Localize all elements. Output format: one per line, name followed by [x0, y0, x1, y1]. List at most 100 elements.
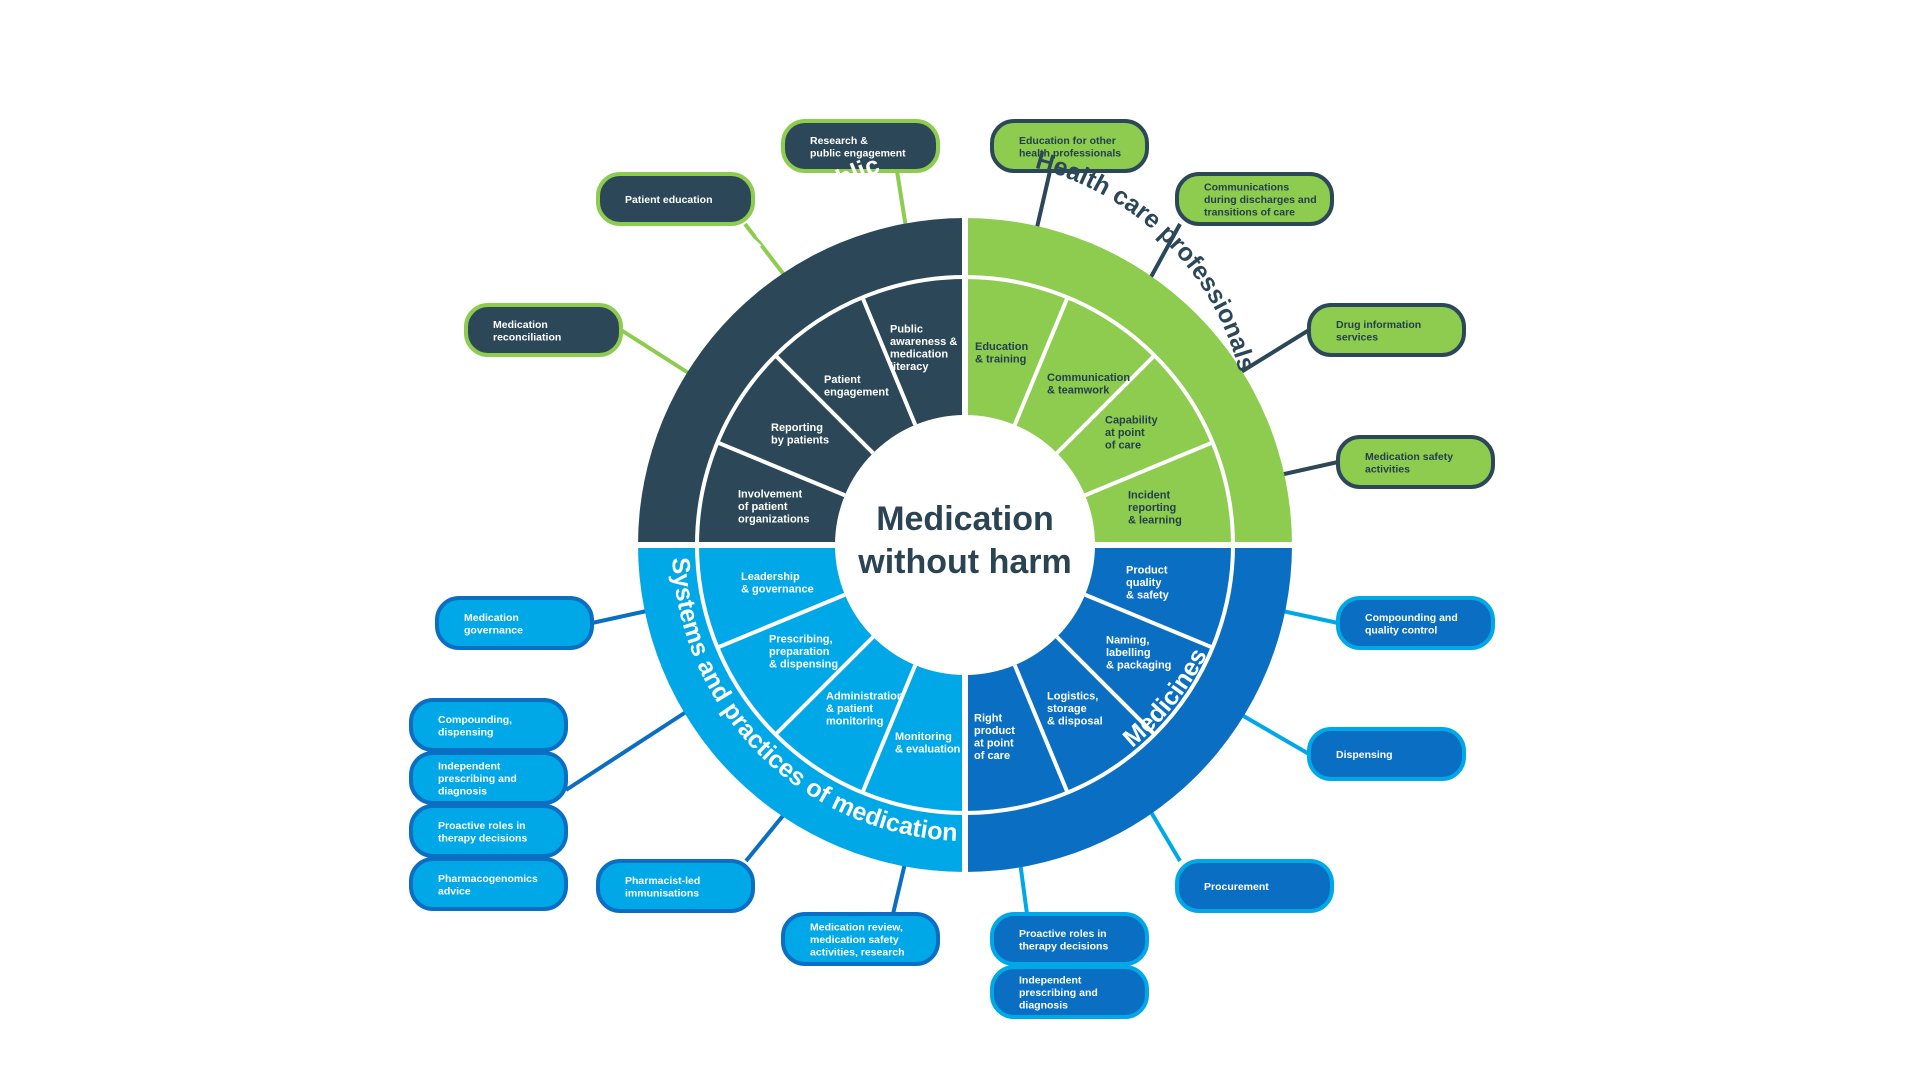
pill-box	[464, 303, 623, 357]
connector-systems-6	[744, 810, 788, 863]
pill-box	[781, 912, 940, 966]
connector-systems-7	[891, 858, 908, 915]
pill-box	[409, 698, 568, 752]
pill-box	[435, 596, 594, 650]
pill-box	[1175, 172, 1334, 226]
connector-systems-2	[564, 710, 688, 792]
pill-label: Compounding,dispensing	[438, 714, 512, 739]
center-title-line-1: Medication	[876, 500, 1054, 538]
connector-patients-1	[619, 328, 692, 376]
pill-patients-3: Research &public engagement	[781, 119, 940, 173]
pill-box	[1307, 303, 1466, 357]
pill-label: Research &public engagement	[810, 135, 906, 160]
pill-patients-2: Patient education	[596, 172, 755, 226]
segment-divider	[1084, 440, 1214, 498]
center-hub: Medication without harm	[837, 417, 1093, 673]
segment-divider	[1012, 664, 1070, 794]
pill-box	[596, 172, 755, 226]
connector-medicines-2	[1238, 712, 1311, 756]
segment-divider	[1055, 635, 1156, 736]
pill-systems-2: Compounding,dispensing	[409, 698, 568, 752]
segment-label-professionals-1: Education& training	[975, 341, 1028, 366]
connector-professionals-3	[1239, 328, 1311, 374]
pill-box	[409, 804, 568, 858]
pill-box	[1336, 435, 1495, 489]
connector-medicines-3	[1149, 810, 1182, 863]
segment-label-professionals-2: Communication& teamwork	[1047, 372, 1130, 397]
segment-label-systems-4: Monitoring& evaluation	[895, 731, 961, 756]
segment-divider	[774, 354, 875, 455]
pill-box	[596, 859, 755, 913]
pill-label: Dispensing	[1336, 749, 1393, 761]
pill-box	[1336, 596, 1495, 650]
segment-divider	[860, 296, 918, 426]
segment-label-medicines-3: Logistics,storage& disposal	[1047, 691, 1103, 728]
segment-divider	[716, 440, 846, 498]
pill-medicines-3: Procurement	[1175, 859, 1334, 913]
segment-label-systems-1: Leadership& governance	[741, 571, 814, 596]
pill-box	[409, 751, 568, 805]
pill-box	[990, 119, 1149, 173]
pill-box	[990, 912, 1149, 966]
segment-divider	[1055, 354, 1156, 455]
pill-label: Patient education	[625, 194, 713, 206]
pill-box	[781, 119, 940, 173]
pill-box	[1175, 859, 1334, 913]
pill-box	[409, 857, 568, 911]
pill-box	[990, 965, 1149, 1019]
segment-label-medicines-2: Naming,labelling& packaging	[1106, 635, 1171, 672]
pill-box	[1307, 727, 1466, 781]
connector-professionals-2	[1149, 223, 1182, 278]
segment-divider	[774, 635, 875, 736]
segment-divider	[1012, 296, 1070, 426]
center-title-line-2: without harm	[857, 543, 1071, 581]
connector-lines	[564, 170, 1339, 915]
pill-medicines-2: Dispensing	[1307, 727, 1466, 781]
segment-label-systems-2: Prescribing,preparation& dispensing	[769, 634, 838, 671]
segment-divider	[860, 664, 918, 794]
pill-label: Procurement	[1204, 881, 1269, 893]
center-circle	[837, 417, 1093, 673]
connector-patients-2	[743, 222, 787, 278]
segment-divider	[1084, 592, 1214, 650]
